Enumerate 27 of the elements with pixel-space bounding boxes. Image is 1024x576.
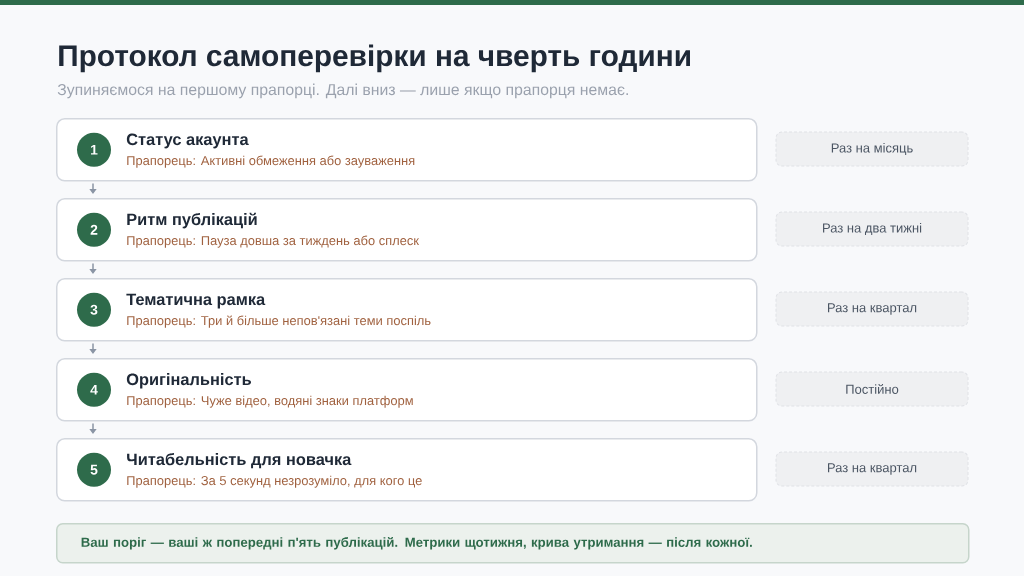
step-card bbox=[56, 438, 758, 502]
arrow bbox=[89, 182, 97, 194]
flag-text: Прапорець: Чуже відео, водяні знаки платформ bbox=[127, 395, 413, 408]
flag-text: Прапорець: Пауза довша за тиждень або сплеск bbox=[127, 235, 419, 248]
step-title: Статус акаунта bbox=[126, 133, 249, 149]
arrow bbox=[89, 422, 97, 434]
subtitle: Зупиняємося на першому прапорці. Далі вниз — лише якщо прапорця немає. bbox=[57, 83, 628, 99]
step-card bbox=[56, 278, 758, 342]
flag-text: Прапорець: Активні обмеження або зауваження bbox=[127, 155, 415, 168]
step-card bbox=[56, 198, 758, 262]
frequency-tag: Раз на два тижні bbox=[775, 211, 969, 247]
step-title: Ритм публікацій bbox=[127, 212, 257, 229]
note-box: Ваш поріг — ваші ж попередні п'ять публікацій. Метрики щотижня, крива утримання — після кожної. bbox=[56, 523, 970, 564]
step-card bbox=[56, 358, 758, 422]
arrow bbox=[89, 342, 97, 354]
step-title: Оригінальність bbox=[126, 373, 251, 389]
frequency-tag: Постійно bbox=[775, 371, 969, 407]
step-title: Читабельність для новачка bbox=[127, 453, 352, 469]
frequency-tag: Раз на квартал bbox=[775, 451, 969, 487]
frequency-tag: Раз на місяць bbox=[775, 131, 969, 167]
step-card bbox=[56, 118, 758, 182]
arrow bbox=[89, 262, 97, 274]
flag-text: Прапорець: За 5 секунд незрозуміло, для кого це bbox=[127, 475, 422, 488]
flag-text: Прапорець: Три й більше непов'язані теми поспіль bbox=[127, 315, 431, 328]
step-title: Тематична рамка bbox=[126, 293, 266, 309]
frequency-tag: Раз на квартал bbox=[775, 291, 969, 327]
title: Протокол самоперевірки на чверть години bbox=[59, 44, 690, 73]
